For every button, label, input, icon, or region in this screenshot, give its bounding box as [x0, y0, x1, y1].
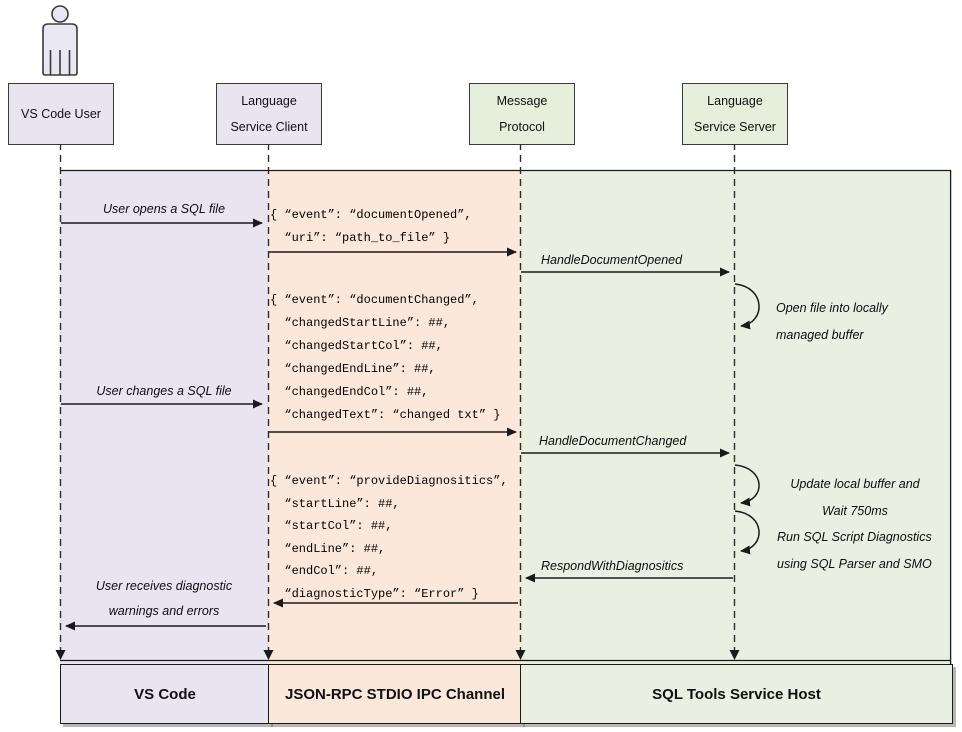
lane-box-vscode: VS Code: [60, 664, 270, 724]
actor-label-protocol: Message Protocol: [496, 94, 548, 134]
actor-box-client: Language Service Client: [216, 83, 322, 145]
lifelines: [59, 143, 736, 650]
payload-document-opened: { “event”: “documentOpened”, “uri”: “pat…: [270, 208, 472, 245]
actor-label-user: VS Code User: [21, 107, 101, 121]
message-arrows: [61, 218, 733, 631]
label-respond-diagnostics: RespondWithDiagnositics: [541, 559, 684, 573]
actor-label-server: Language Service Server: [694, 94, 776, 134]
self-call-loops: [734, 283, 760, 555]
actor-box-server: Language Service Server: [682, 83, 788, 145]
label-receive-diagnostics: User receives diagnostic warnings and er…: [95, 579, 233, 618]
actor-box-protocol: Message Protocol: [469, 83, 575, 145]
lane-host: [520, 170, 951, 664]
label-update-buffer: Update local buffer and Wait 750ms: [790, 477, 920, 518]
loop-update-buffer: [734, 464, 760, 507]
label-run-diagnostics: Run SQL Script Diagnostics using SQL Par…: [777, 530, 932, 571]
loop-open-buffer: [734, 283, 760, 330]
lane-vscode: [60, 170, 268, 664]
lane-label-vscode: VS Code: [134, 685, 196, 703]
user-actor-icon: [42, 5, 78, 76]
lane-box-ipc: JSON-RPC STDIO IPC Channel: [268, 664, 522, 724]
label-open-buffer: Open file into locally managed buffer: [776, 301, 888, 342]
label-handle-opened: HandleDocumentOpened: [541, 253, 683, 267]
loop-run-diagnostics: [734, 510, 760, 555]
lifeline-end-arrows: [55, 650, 740, 660]
label-handle-changed: HandleDocumentChanged: [539, 434, 687, 448]
payload-provide-diagnostics: { “event”: “provideDiagnositics”, “start…: [270, 474, 508, 601]
actor-label-client: Language Service Client: [230, 94, 308, 134]
lane-label-ipc: JSON-RPC STDIO IPC Channel: [284, 685, 506, 703]
label-open-file: User opens a SQL file: [102, 202, 226, 216]
lane-label-host: SQL Tools Service Host: [652, 685, 821, 703]
payload-document-changed: { “event”: “documentChanged”, “changedSt…: [270, 293, 501, 422]
lane-box-host: SQL Tools Service Host: [520, 664, 953, 724]
label-change-file: User changes a SQL file: [96, 384, 232, 398]
actor-box-user: VS Code User: [8, 83, 114, 145]
